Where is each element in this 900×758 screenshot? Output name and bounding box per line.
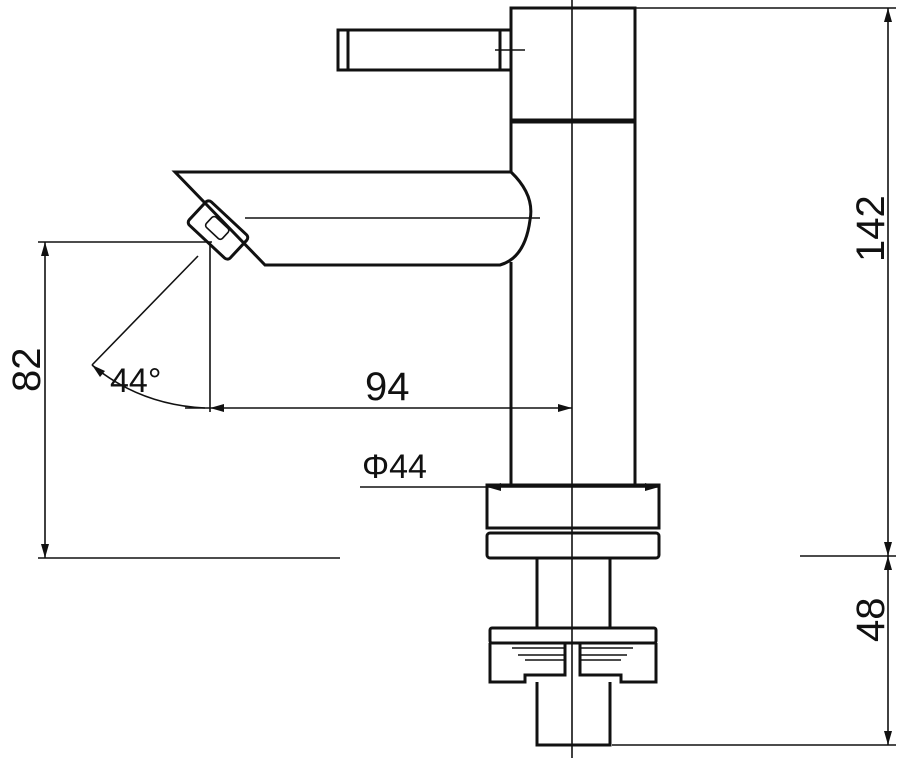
aerator	[186, 199, 250, 261]
handle-lever	[336, 28, 513, 72]
dimensions: 142 48 82 94 44° Φ44	[5, 7, 896, 746]
dimension-94: 94	[365, 365, 410, 409]
dimension-48: 48	[849, 598, 893, 643]
base-washer	[485, 531, 661, 560]
spout	[171, 170, 540, 267]
faucet-outline	[171, 0, 661, 758]
dimension-82: 82	[5, 348, 49, 393]
shank-lower	[535, 682, 612, 747]
mounting-nut	[488, 626, 658, 684]
handle-cap	[509, 6, 637, 124]
dimension-angle-44: 44°	[110, 362, 161, 400]
dimension-142: 142	[849, 195, 893, 262]
dimension-diameter-44: Φ44	[362, 448, 427, 486]
base-flange	[485, 483, 661, 530]
